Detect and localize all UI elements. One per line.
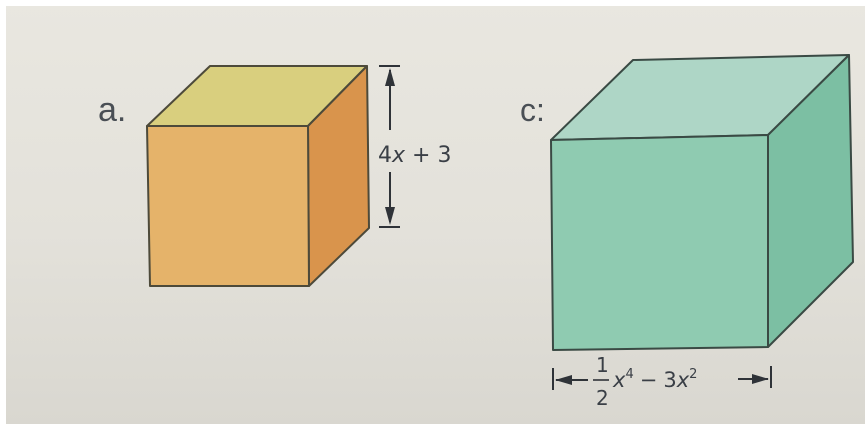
- arrow-right-icon: [752, 374, 769, 384]
- cube-c: [550, 54, 854, 351]
- arrow-left-icon: [555, 375, 572, 385]
- dimension-a-label: 4x + 3: [378, 143, 451, 168]
- fraction-numerator: 1: [596, 353, 609, 377]
- arrow-up-icon: [385, 68, 395, 86]
- fraction-denominator: 2: [596, 386, 609, 410]
- cube-a-front-face: [146, 125, 310, 287]
- figure-c-label: c:: [520, 92, 545, 128]
- cube-c-front-face: [550, 134, 769, 351]
- dimension-a: 4x + 3: [378, 65, 451, 228]
- dimension-c-expression: x4−3x2: [612, 367, 697, 392]
- cube-a: [146, 65, 370, 287]
- figure-a-label: a.: [98, 91, 126, 129]
- dimension-c: 1 2 x4−3x2: [552, 353, 772, 410]
- arrow-down-icon: [385, 207, 395, 225]
